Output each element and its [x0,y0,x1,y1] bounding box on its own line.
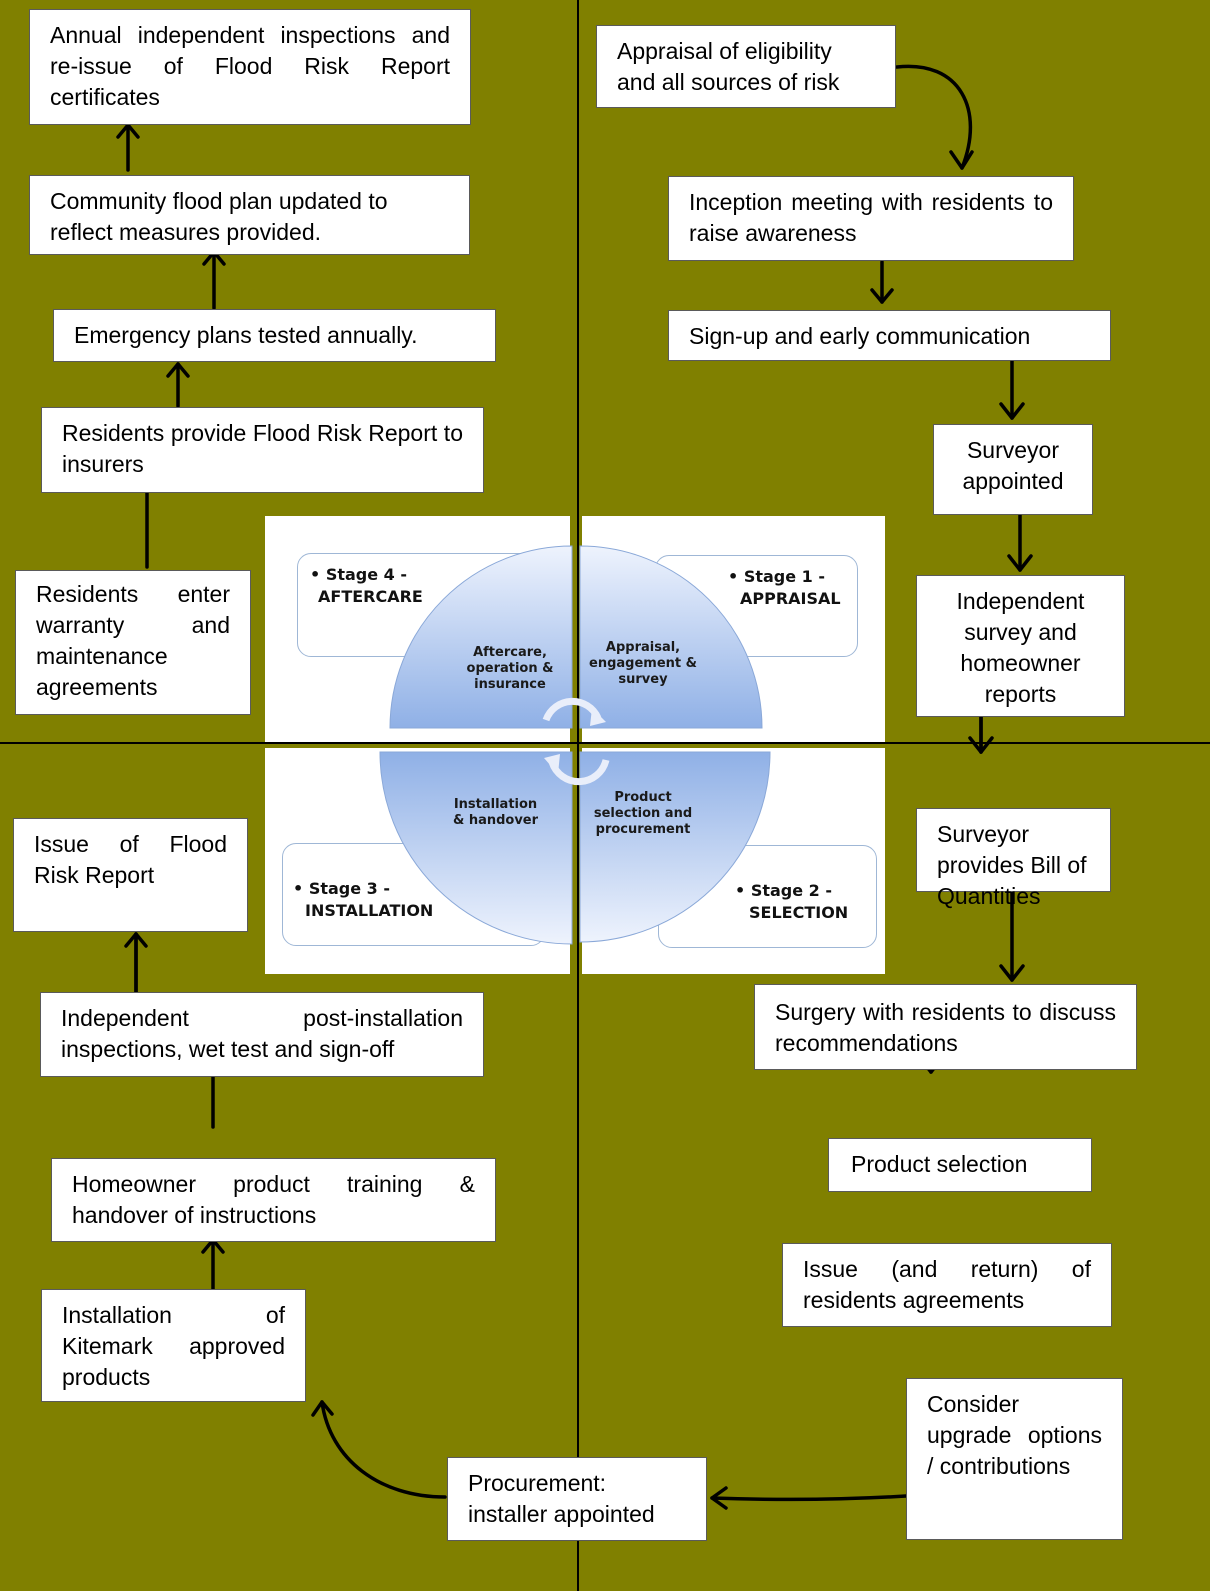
stage1-label: Stage 1 - [743,567,825,586]
stage4-box: • Stage 4 - AFTERCARE [297,553,540,657]
box-homeowner-training: Homeowner product training & handover of… [51,1158,496,1242]
box-surgery: Surgery with residents to discuss recomm… [754,984,1137,1070]
box-surveyor-appointed: Surveyor appointed [933,424,1093,515]
box-installation-kitemark: Installation of Kitemark approved produc… [41,1289,306,1402]
stage2-label: Stage 2 - [750,881,832,900]
box-warranty: Residents enter warranty and maintenance… [15,570,251,715]
stage2-name: SELECTION [749,903,849,922]
sector-text-appraisal: Appraisal, engagement & survey [589,640,697,687]
stage4-bullet: • [310,565,321,584]
stage3-name: INSTALLATION [305,901,434,920]
box-signup: Sign-up and early communication [668,310,1111,361]
stage4-label: Stage 4 - [325,565,407,584]
stage2-bullet: • [735,881,746,900]
stage1-name: APPRAISAL [740,589,841,608]
stage4-name: AFTERCARE [318,587,423,606]
box-consider-upgrade: Consider upgrade options / contributions [906,1378,1123,1540]
sector-text-selection: Product selection and procurement [593,790,693,837]
horizontal-divider [0,742,1210,744]
box-annual-inspections: Annual independent inspections and re-is… [29,9,471,125]
box-emergency-plans: Emergency plans tested annually. [53,309,496,362]
stage3-label: Stage 3 - [308,879,390,898]
stage2-box: • Stage 2 - SELECTION [658,845,877,948]
stage1-bullet: • [728,567,739,586]
box-post-installation: Independent post-installation inspection… [40,992,484,1077]
box-procurement: Procurement: installer appointed [447,1457,707,1541]
box-provide-report: Residents provide Flood Risk Report to i… [41,407,484,493]
box-issue-agreements: Issue (and return) of residents agreemen… [782,1243,1112,1327]
box-appraisal-eligibility: Appraisal of eligibility and all sources… [596,25,896,108]
box-inception-meeting: Inception meeting with residents to rais… [668,176,1074,261]
sector-text-installation: Installation & handover [452,797,539,828]
stage3-bullet: • [293,879,304,898]
box-issue-flood-report: Issue of Flood Risk Report [13,818,248,932]
sector-text-aftercare: Aftercare, operation & insurance [466,645,554,692]
box-bill-of-quantities: Surveyor provides Bill of Quantities [916,808,1111,909]
stage3-box: • Stage 3 - INSTALLATION [282,843,545,946]
vertical-divider [577,0,579,1591]
box-independent-survey: Independent survey and homeowner reports [916,575,1125,717]
box-community-plan: Community flood plan updated to reflect … [29,175,470,255]
box-product-selection: Product selection [828,1138,1092,1192]
